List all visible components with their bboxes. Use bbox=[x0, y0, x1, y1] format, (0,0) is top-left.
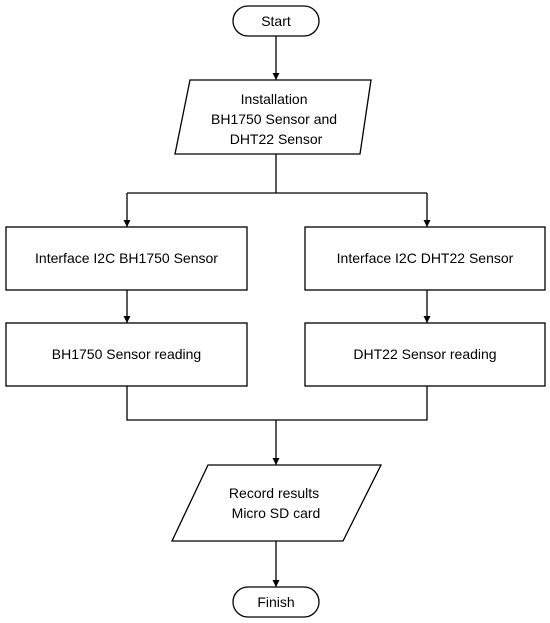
connector-split bbox=[127, 154, 427, 194]
reading-dht22-label: DHT22 Sensor reading bbox=[353, 346, 496, 362]
reading-dht22-node: DHT22 Sensor reading bbox=[304, 322, 546, 387]
interface-bh1750-label: Interface I2C BH1750 Sensor bbox=[35, 250, 218, 266]
interface-dht22-label: Interface I2C DHT22 Sensor bbox=[337, 250, 514, 266]
record-node: Record results Micro SD card bbox=[170, 464, 383, 542]
connector-merge bbox=[126, 386, 428, 421]
installation-node: Installation BH1750 Sensor and DHT22 Sen… bbox=[174, 79, 372, 155]
record-label-line-2: Micro SD card bbox=[232, 505, 321, 521]
installation-label: Installation BH1750 Sensor and DHT22 Sen… bbox=[211, 91, 341, 147]
finish-label: Finish bbox=[257, 594, 294, 610]
interface-bh1750-node: Interface I2C BH1750 Sensor bbox=[5, 226, 248, 291]
interface-dht22-node: Interface I2C DHT22 Sensor bbox=[304, 226, 546, 291]
reading-bh1750-node: BH1750 Sensor reading bbox=[5, 322, 248, 387]
installation-label-line-2: BH1750 Sensor and bbox=[211, 111, 337, 127]
record-label-line-1: Record results bbox=[229, 485, 319, 501]
start-node: Start bbox=[232, 5, 320, 37]
record-label: Record results Micro SD card bbox=[229, 485, 323, 521]
installation-label-line-3: DHT22 Sensor bbox=[230, 131, 323, 147]
installation-label-line-1: Installation bbox=[241, 91, 308, 107]
reading-bh1750-label: BH1750 Sensor reading bbox=[52, 346, 201, 362]
start-label: Start bbox=[261, 13, 291, 29]
finish-node: Finish bbox=[232, 586, 320, 618]
